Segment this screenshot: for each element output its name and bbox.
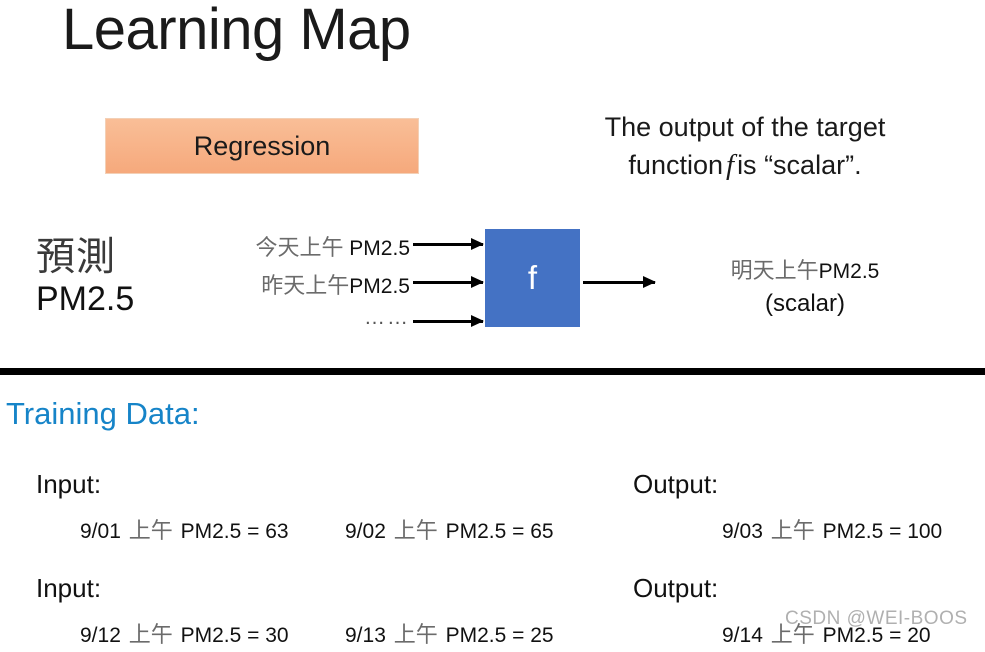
- input-label-row-1: Input:: [36, 469, 102, 499]
- sample-1a-metric: PM2.5 = 63: [180, 520, 289, 543]
- sample-2a-metric: PM2.5 = 30: [180, 624, 289, 647]
- function-input-line-1: 今天上午 PM2.5: [180, 230, 410, 262]
- training-sample-row-1-output: 9/03 上午 PM2.5 = 100: [722, 513, 942, 545]
- function-output-text: 明天上午PM2.5 (scalar): [655, 256, 955, 321]
- sample-2a-date: 9/12: [80, 624, 121, 647]
- sample-1c-date: 9/03: [722, 520, 763, 543]
- predict-pm25-label: 預測 PM2.5: [36, 236, 134, 318]
- sample-2c-date: 9/14: [722, 624, 763, 647]
- sample-2b-cjk: 上午: [393, 623, 438, 648]
- predict-label-latin: PM2.5: [36, 279, 135, 318]
- output-scalar-note: (scalar): [764, 290, 845, 318]
- training-sample-row-1-input-2: 9/02 上午 PM2.5 = 65: [345, 513, 554, 545]
- input-arrow-3-icon: [413, 315, 484, 327]
- regression-box[interactable]: Regression: [105, 118, 419, 174]
- caption-line-1: The output of the target: [604, 112, 886, 142]
- function-box: f: [485, 229, 580, 327]
- training-sample-row-2-input-1: 9/12 上午 PM2.5 = 30: [80, 617, 289, 649]
- input-arrow-1-icon: [413, 238, 484, 250]
- function-input-line-2: 昨天上午PM2.5: [180, 268, 410, 300]
- function-box-glyph: f: [527, 258, 538, 296]
- function-input-line-3-ellipsis: ……: [364, 306, 410, 329]
- sample-1b-metric: PM2.5 = 65: [445, 520, 554, 543]
- training-sample-row-2-input-2: 9/13 上午 PM2.5 = 25: [345, 617, 554, 649]
- sample-1b-cjk: 上午: [393, 519, 438, 544]
- caption-line-2-after: is “scalar”.: [737, 149, 862, 180]
- sample-1c-cjk: 上午: [770, 519, 815, 544]
- regression-label: Regression: [193, 130, 331, 161]
- sample-1b-date: 9/02: [345, 520, 386, 543]
- input-label-row-2: Input:: [36, 573, 102, 603]
- sample-1c-metric: PM2.5 = 100: [822, 520, 943, 543]
- output-arrow-icon: [583, 276, 656, 288]
- sample-1a-cjk: 上午: [128, 519, 173, 544]
- section-divider: [0, 368, 985, 375]
- sample-2a-cjk: 上午: [128, 623, 173, 648]
- caption-line-2-before: function: [628, 149, 723, 180]
- output-label-row-2: Output:: [633, 573, 719, 603]
- input-arrow-2-icon: [413, 276, 484, 288]
- function-variable-f: f: [726, 148, 735, 181]
- sample-2b-date: 9/13: [345, 624, 386, 647]
- training-sample-row-2-output: 9/14 上午 PM2.5 = 20: [722, 617, 931, 649]
- sample-1a-date: 9/01: [80, 520, 121, 543]
- predict-label-cjk: 預測: [36, 235, 117, 280]
- page-title: Learning Map: [62, 0, 411, 62]
- sample-2c-metric: PM2.5 = 20: [822, 624, 931, 647]
- input-line-2-latin: PM2.5: [349, 275, 410, 298]
- input-line-2-cjk: 昨天上午: [261, 274, 350, 299]
- sample-2b-metric: PM2.5 = 25: [445, 624, 554, 647]
- training-data-heading: Training Data:: [6, 396, 200, 431]
- sample-2c-cjk: 上午: [770, 623, 815, 648]
- output-label-row-1: Output:: [633, 469, 719, 499]
- input-line-1-cjk: 今天上午: [255, 236, 344, 261]
- output-text-latin: PM2.5: [818, 260, 880, 283]
- training-sample-row-1-input-1: 9/01 上午 PM2.5 = 63: [80, 513, 289, 545]
- output-text-cjk: 明天上午: [730, 259, 819, 284]
- input-line-1-latin: PM2.5: [343, 237, 410, 260]
